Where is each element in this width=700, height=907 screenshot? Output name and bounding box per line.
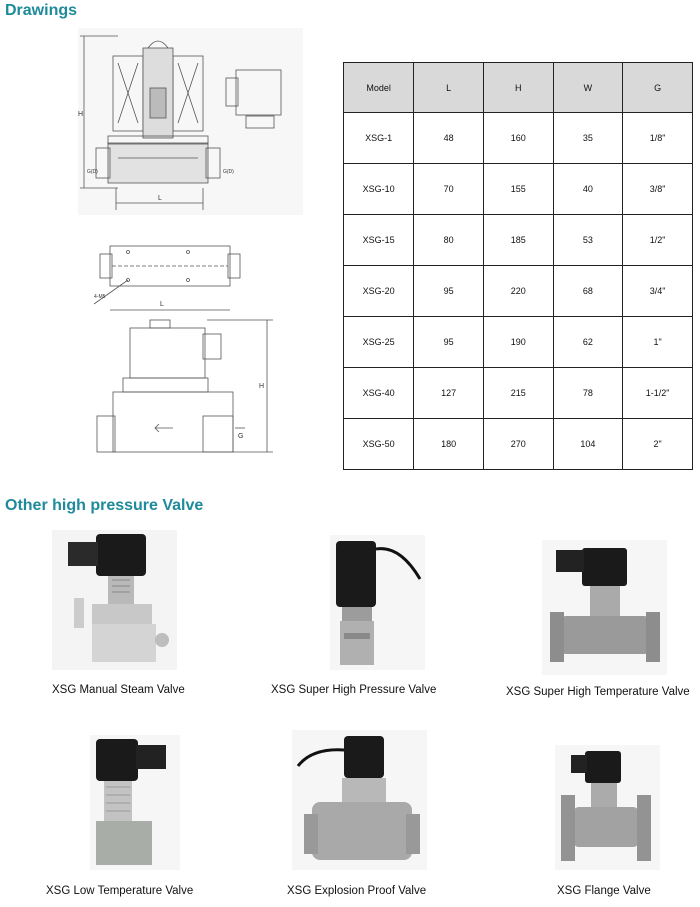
cell-l: 95 [413, 265, 484, 317]
table-row: XSG-20 95 220 68 3/4" [342, 265, 693, 317]
product-caption: XSG Manual Steam Valve [52, 684, 185, 696]
header-h: H [482, 62, 554, 113]
header-l: L [413, 62, 484, 113]
spec-table: Model L H W G XSG-1 48 160 35 1/8" XSG-1… [342, 62, 693, 470]
cell-w: 62 [552, 316, 624, 368]
header-g: G [622, 62, 693, 113]
super-high-temperature-valve-photo [542, 540, 667, 675]
dim-h-label: H [78, 111, 83, 118]
table-row: XSG-25 95 190 62 1" [342, 316, 693, 368]
cell-model: XSG-40 [342, 367, 415, 419]
cell-model: XSG-50 [342, 418, 415, 470]
other-valves-title: Other high pressure Valve [5, 497, 204, 514]
table-row: XSG-50 180 270 104 2" [342, 418, 693, 470]
cell-model: XSG-25 [342, 316, 415, 368]
cell-l: 80 [413, 214, 484, 266]
cell-w: 40 [552, 163, 624, 215]
flange-valve-photo [555, 745, 660, 870]
cell-g: 3/4" [622, 265, 693, 317]
cell-w: 53 [552, 214, 624, 266]
explosion-proof-valve-photo [292, 730, 427, 870]
cell-l: 127 [413, 367, 484, 419]
drawings-title: Drawings [5, 2, 78, 19]
table-row: XSG-40 127 215 78 1-1/2" [342, 367, 693, 419]
dim-l-label: L [158, 195, 162, 202]
cell-w: 68 [552, 265, 624, 317]
cell-g: 2" [622, 418, 693, 470]
front-g-label: G [238, 433, 243, 440]
product-caption: XSG Super High Temperature Valve [506, 686, 690, 698]
thread-label: 4-M5 [94, 294, 106, 300]
dim-g-left-label: G(D) [87, 169, 98, 175]
manual-steam-valve-photo [52, 530, 177, 670]
product-caption: XSG Flange Valve [557, 885, 651, 897]
valve-section-drawing: H L G(D) G(D) [78, 28, 303, 215]
cell-g: 1-1/2" [622, 367, 693, 419]
cell-h: 160 [482, 112, 554, 164]
cell-g: 1/2" [622, 214, 693, 266]
cell-g: 1" [622, 316, 693, 368]
header-model: Model [342, 62, 415, 113]
valve-front-view-drawing: H G [96, 319, 273, 453]
product-caption: XSG Super High Pressure Valve [271, 684, 437, 696]
cell-model: XSG-10 [342, 163, 415, 215]
front-h-label: H [259, 383, 264, 390]
cell-w: 78 [552, 367, 624, 419]
table-header-row: Model L H W G [342, 62, 693, 113]
cell-h: 215 [482, 367, 554, 419]
header-w: W [552, 62, 624, 113]
cell-h: 185 [482, 214, 554, 266]
cell-model: XSG-20 [342, 265, 415, 317]
cell-l: 70 [413, 163, 484, 215]
cell-g: 3/8" [622, 163, 693, 215]
cell-w: 104 [552, 418, 624, 470]
valve-top-view-drawing: L 4-M5 [93, 245, 241, 311]
top-l-label: L [160, 301, 164, 308]
cell-h: 190 [482, 316, 554, 368]
table-row: XSG-1 48 160 35 1/8" [342, 112, 693, 164]
table-row: XSG-15 80 185 53 1/2" [342, 214, 693, 266]
cell-l: 48 [413, 112, 484, 164]
product-caption: XSG Explosion Proof Valve [287, 885, 427, 897]
cell-model: XSG-1 [342, 112, 415, 164]
cell-model: XSG-15 [342, 214, 415, 266]
dim-g-right-label: G(D) [223, 169, 234, 175]
cell-h: 155 [482, 163, 554, 215]
cell-h: 220 [482, 265, 554, 317]
table-row: XSG-10 70 155 40 3/8" [342, 163, 693, 215]
cell-h: 270 [482, 418, 554, 470]
cell-l: 180 [413, 418, 484, 470]
product-caption: XSG Low Temperature Valve [46, 885, 194, 897]
super-high-pressure-valve-photo [330, 535, 425, 670]
low-temperature-valve-photo [90, 735, 180, 870]
cell-w: 35 [552, 112, 624, 164]
cell-l: 95 [413, 316, 484, 368]
cell-g: 1/8" [622, 112, 693, 164]
